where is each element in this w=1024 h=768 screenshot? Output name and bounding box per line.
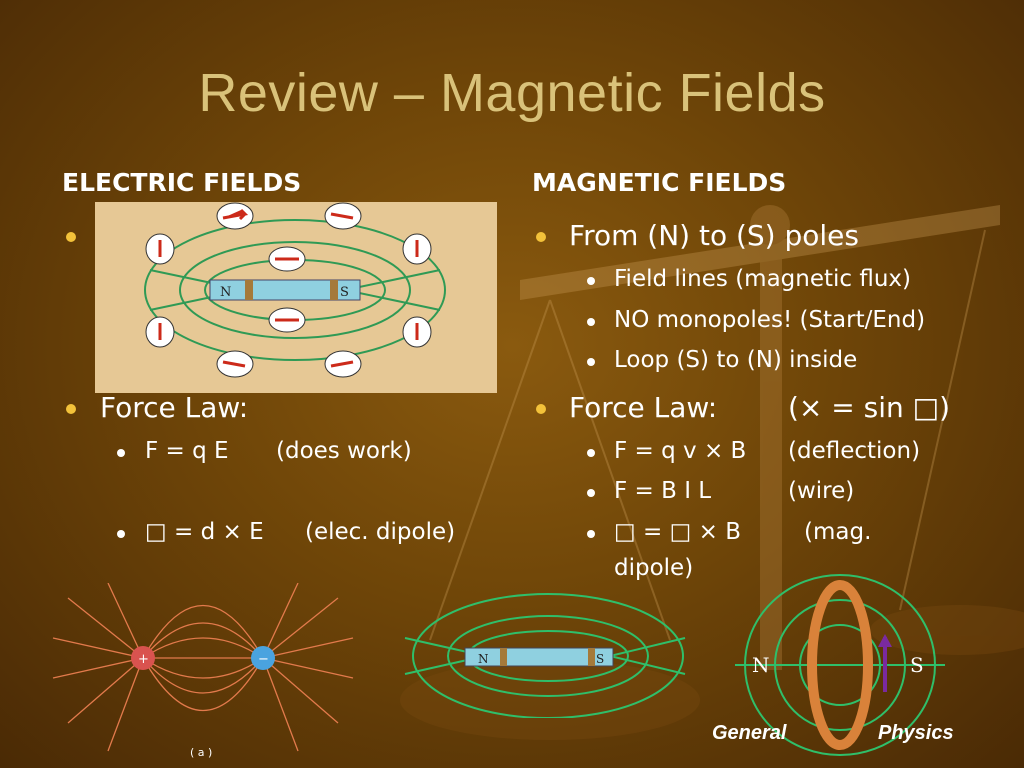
loop-n-label: N xyxy=(752,653,770,677)
left-eq2: □ = d × E xyxy=(145,519,264,545)
left-eq2-note: (elec. dipole) xyxy=(305,519,456,545)
sub-bullet-dot xyxy=(117,449,125,457)
brand-left: General xyxy=(712,722,787,744)
sub-bullet-dot xyxy=(587,318,595,326)
electric-dipole-field-diagram: + − xyxy=(52,583,354,752)
left-force-law: Force Law: xyxy=(100,391,249,424)
magnetic-fields-heading: MAGNETIC FIELDS xyxy=(532,168,787,197)
right-sub-2: NO monopoles! (Start/End) xyxy=(614,307,926,333)
sub-bullet-dot xyxy=(587,449,595,457)
left-eq1: F = q E xyxy=(145,438,229,464)
bar-magnet-field-diagram: N S xyxy=(404,593,686,718)
bar-magnet-compass-figure: N S xyxy=(95,202,497,393)
sub-bullet-dot xyxy=(587,530,595,538)
right-eq3-note-2: dipole) xyxy=(614,555,694,581)
electric-fields-heading: ELECTRIC FIELDS xyxy=(62,168,302,197)
figure-caption: ( a ) xyxy=(190,746,213,759)
bullet-dot xyxy=(536,404,546,414)
brand-right: Physics xyxy=(878,722,954,744)
sub-bullet-dot xyxy=(587,358,595,366)
right-force-note: (× = sin □) xyxy=(788,391,951,424)
sub-bullet-dot xyxy=(117,530,125,538)
current-loop-dipole-diagram: N S xyxy=(735,574,945,756)
sub-bullet-dot xyxy=(587,489,595,497)
left-eq1-note: (does work) xyxy=(276,438,412,464)
bullet-dot xyxy=(536,232,546,242)
compass-field-diagram: N S xyxy=(144,202,446,378)
right-eq2-note: (wire) xyxy=(788,478,855,504)
loop-s-label: S xyxy=(910,653,924,677)
minus-charge-label: − xyxy=(258,652,269,667)
right-sub-1: Field lines (magnetic flux) xyxy=(614,266,912,292)
slide-title: Review – Magnetic Fields xyxy=(198,63,826,123)
plus-charge-label: + xyxy=(138,652,149,667)
magnet2-n-label: N xyxy=(478,652,489,666)
right-bullet-1: From (N) to (S) poles xyxy=(569,219,859,252)
magnet-s-label: S xyxy=(340,285,349,300)
right-eq3: □ = □ × B xyxy=(614,519,742,545)
bullet-dot xyxy=(66,404,76,414)
right-eq2: F = B I L xyxy=(614,478,712,504)
right-force-law: Force Law: xyxy=(569,391,718,424)
right-eq1: F = q v × B xyxy=(614,438,747,464)
magnet-n-label: N xyxy=(220,285,231,300)
right-eq3-note: (mag. xyxy=(804,519,872,545)
bullet-dot xyxy=(66,232,76,242)
magnet2-s-label: S xyxy=(596,652,604,666)
right-sub-3: Loop (S) to (N) inside xyxy=(614,347,858,373)
sub-bullet-dot xyxy=(587,277,595,285)
right-eq1-note: (deflection) xyxy=(788,438,921,464)
